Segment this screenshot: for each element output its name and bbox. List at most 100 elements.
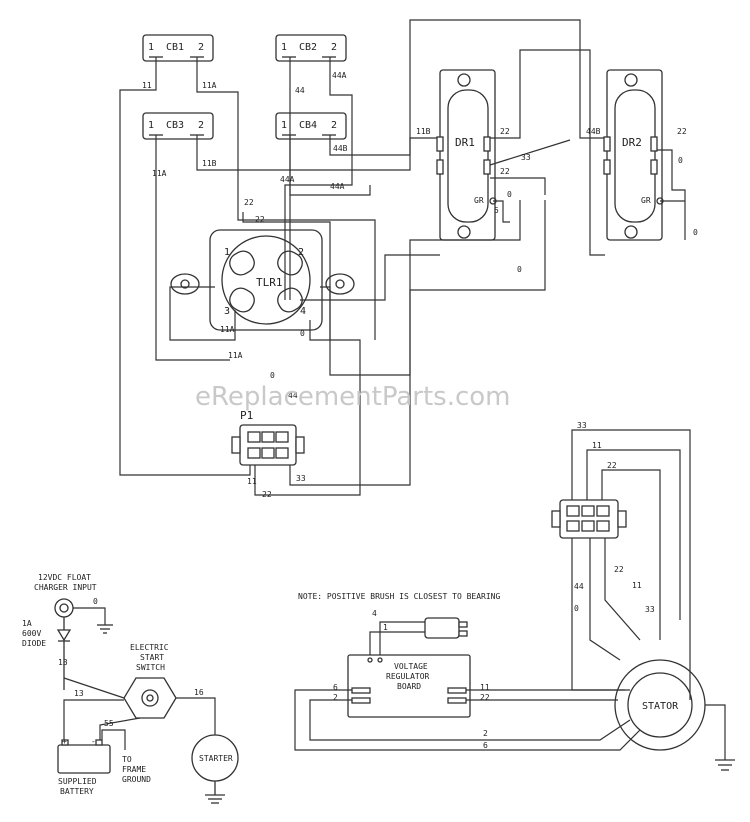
wire-label-11a-low: 11A <box>228 351 243 360</box>
regulator-wire-6b: 6 <box>483 741 488 750</box>
starter-label: STARTER <box>199 754 233 763</box>
wire-label-33: 33 <box>521 153 531 162</box>
wire-label-22-a: 22 <box>244 198 254 207</box>
ac-wiring: 11 11A 44 44A 11A 11B 44B 44A 44A 22 22 … <box>119 19 698 499</box>
dr1-label: DR1 <box>455 136 475 149</box>
charger-input: 12VDC FLOAT CHARGER INPUT 0 <box>34 573 113 690</box>
wire-label-0-dr2: 0 <box>678 156 683 165</box>
regulator-wire-6: 6 <box>333 683 338 692</box>
switch-wire-16: 16 <box>194 688 204 697</box>
brush-wire-1: 1 <box>383 623 388 632</box>
wire-label-22-p1: 22 <box>262 490 272 499</box>
wire-label-0-mid: 0 <box>517 265 522 274</box>
wire-label-44: 44 <box>295 86 305 95</box>
wire-label-11b: 11B <box>202 159 217 168</box>
connector-p1: P1 <box>231 409 305 466</box>
wire-label-5: 5 <box>494 206 499 215</box>
circuit-breaker-cb2: 1 CB2 2 <box>275 34 347 62</box>
switch-wire-55: 55 <box>104 719 114 728</box>
brush-wire-4: 4 <box>372 609 377 618</box>
cb1-label: CB1 <box>166 42 184 53</box>
wire-label-11a: 11A <box>202 81 217 90</box>
frame-ground-label-2: FRAME <box>122 765 146 774</box>
regulator-line-2: REGULATOR <box>386 672 430 681</box>
cb1-terminal-2: 2 <box>198 42 204 53</box>
switch-label-1: ELECTRIC <box>130 643 169 652</box>
diode-label-3: DIODE <box>22 639 46 648</box>
electric-start-switch: ELECTRIC START SWITCH 13 16 55 <box>63 643 216 745</box>
stator-wire-44: 44 <box>574 582 584 591</box>
cb4-terminal-2: 2 <box>331 120 337 131</box>
tlr1-pin-4: 4 <box>300 306 306 317</box>
wire-label-11a-tlr: 11A <box>220 325 235 334</box>
circuit-breaker-cb3: 1 CB3 2 <box>142 112 214 140</box>
stator-connector: 33 11 22 44 0 22 11 33 <box>551 421 691 700</box>
cb3-label: CB3 <box>166 120 184 131</box>
wire-label-22-b: 22 <box>255 215 265 224</box>
wire-label-11b-dr1: 11B <box>416 127 431 136</box>
switch-label-2: START <box>140 653 164 662</box>
tlr1-pin-3: 3 <box>224 306 230 317</box>
regulator-wire-11: 11 <box>480 683 490 692</box>
cb2-terminal-2: 2 <box>331 42 337 53</box>
charger-wire-0: 0 <box>93 597 98 606</box>
cb4-label: CB4 <box>299 120 317 131</box>
dr2-ground-label: GR <box>641 196 651 205</box>
battery-minus-sign: - <box>91 737 96 746</box>
dr1-ground-label: GR <box>474 196 484 205</box>
charger-label-2: CHARGER INPUT <box>34 583 97 592</box>
frame-ground-label-1: TO <box>122 755 132 764</box>
stator-wire-22b: 22 <box>614 565 624 574</box>
cb2-label: CB2 <box>299 42 317 53</box>
cb3-terminal-1: 1 <box>148 120 154 131</box>
stator-wire-33: 33 <box>577 421 587 430</box>
wire-label-11a-cb3: 11A <box>152 169 167 178</box>
frame-ground-note: TO FRAME GROUND <box>122 755 151 784</box>
diode-wire-13: 13 <box>58 658 68 667</box>
tlr1-pin-2: 2 <box>298 247 304 258</box>
receptacle-dr1: DR1 GR <box>436 69 497 241</box>
p1-label: P1 <box>240 409 253 422</box>
switch-wire-13: 13 <box>74 689 84 698</box>
wire-label-44-p1: 44 <box>288 391 298 400</box>
charger-label-1: 12VDC FLOAT <box>38 573 91 582</box>
cb4-terminal-1: 1 <box>281 120 287 131</box>
wire-label-44a-cb4: 44A <box>280 175 295 184</box>
stator-wire-11b: 11 <box>632 581 642 590</box>
stator-wire-11: 11 <box>592 441 602 450</box>
wire-label-33-p1: 33 <box>296 474 306 483</box>
wire-label-44b-dr2: 44B <box>586 127 601 136</box>
switch-label-3: SWITCH <box>136 663 165 672</box>
regulator-wire-22: 22 <box>480 693 490 702</box>
wire-label-0-p1: 0 <box>270 371 275 380</box>
wire-label-11: 11 <box>142 81 152 90</box>
wire-label-22-dr1b: 22 <box>500 167 510 176</box>
starter-motor: STARTER <box>191 734 239 804</box>
diode-label-1: 1A <box>22 619 32 628</box>
frame-ground-label-3: GROUND <box>122 775 151 784</box>
circuit-breaker-cb1: 1 CB1 2 <box>142 34 214 62</box>
wire-label-11-p1: 11 <box>247 477 257 486</box>
cb1-terminal-1: 1 <box>148 42 154 53</box>
stator-wire-33b: 33 <box>645 605 655 614</box>
circuit-breaker-cb4: 1 CB4 2 <box>275 112 347 140</box>
tlr1-pin-1: 1 <box>224 247 230 258</box>
battery-label-2: BATTERY <box>60 787 94 796</box>
voltage-regulator-board: VOLTAGE REGULATOR BOARD 6 2 11 22 2 6 <box>294 654 641 751</box>
cb3-terminal-2: 2 <box>198 120 204 131</box>
regulator-line-3: BOARD <box>397 682 421 691</box>
wire-label-22-dr2: 22 <box>677 127 687 136</box>
regulator-line-1: VOLTAGE <box>394 662 428 671</box>
wire-label-44b: 44B <box>333 144 348 153</box>
diode: 1A 600V DIODE 13 <box>22 619 72 667</box>
stator-wire-0: 0 <box>574 604 579 613</box>
dr2-label: DR2 <box>622 136 642 149</box>
supplied-battery: + - SUPPLIED BATTERY <box>57 729 126 796</box>
brush-note: NOTE: POSITIVE BRUSH IS CLOSEST TO BEARI… <box>298 592 500 601</box>
stator-wire-22: 22 <box>607 461 617 470</box>
tlr1-label: TLR1 <box>256 276 283 289</box>
receptacle-dr2: DR2 GR <box>603 69 664 241</box>
wire-label-0-tlr: 0 <box>300 329 305 338</box>
receptacle-tlr1: TLR1 1 2 3 4 <box>170 229 355 331</box>
